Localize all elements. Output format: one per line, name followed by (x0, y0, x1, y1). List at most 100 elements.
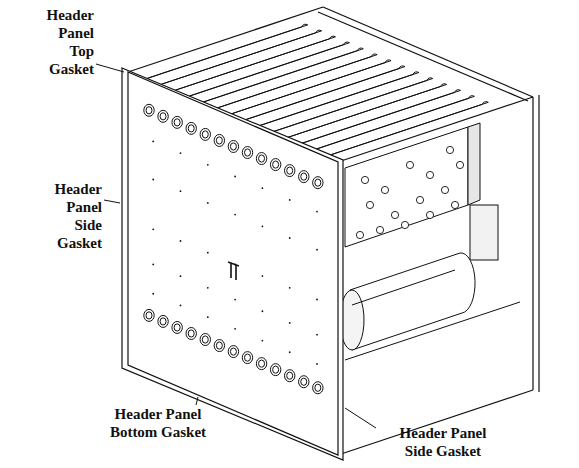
fastener-dot (316, 299, 318, 301)
top-frame-rail (128, 7, 323, 72)
tube-port (287, 372, 293, 379)
tube-port (188, 125, 194, 132)
fastener-dot (289, 237, 291, 239)
tube-port (200, 128, 210, 140)
fastener-dot (180, 305, 182, 307)
tube-sheet-hole (391, 211, 398, 218)
tube-sheet-hole (446, 146, 453, 153)
tube-port (158, 315, 168, 327)
fastener-dot (152, 293, 154, 295)
tube-port (287, 167, 293, 174)
heat-exchanger-tube (253, 72, 419, 128)
fastener-dot (152, 228, 154, 230)
fastener-dot (207, 202, 209, 204)
fastener-dot (316, 211, 318, 213)
tube-port (160, 113, 166, 120)
callout-label: Header Panel Top Gasket (32, 6, 94, 78)
callout-label: Header Panel Side Gasket (387, 424, 499, 460)
tube-port (285, 370, 295, 382)
tube-port (313, 382, 323, 394)
fastener-dot (234, 214, 236, 216)
tube-sheet-hole (451, 201, 458, 208)
fastener-dot (234, 328, 236, 330)
tube-sheet-hole (361, 176, 368, 183)
tube-port (299, 171, 309, 183)
tube-port (230, 348, 236, 355)
tube-port (273, 366, 279, 373)
fastener-dot (316, 334, 318, 336)
tube-port (242, 352, 252, 364)
leader-line (104, 200, 120, 203)
heat-exchanger-tube (183, 42, 349, 98)
fastener-dot (207, 287, 209, 289)
tube-port (228, 346, 238, 358)
fastener-dot (316, 249, 318, 251)
tube-sheet-hole (426, 171, 433, 178)
tube-port (313, 177, 323, 189)
tube-port (216, 137, 222, 144)
tube-port (230, 143, 236, 150)
tube-port (202, 336, 208, 343)
fastener-dot (180, 275, 182, 277)
tube-sheet-hole (356, 231, 363, 238)
fastener-dot (262, 310, 264, 312)
tube-port (214, 340, 224, 352)
heat-exchanger-tube (211, 54, 377, 110)
tube-port (259, 155, 265, 162)
tube-port (146, 107, 152, 114)
tube-port (244, 149, 250, 156)
fastener-dot (207, 316, 209, 318)
tube-port (158, 110, 168, 122)
callout-label: Header Panel Bottom Gasket (102, 405, 214, 441)
fastener-dot (152, 179, 154, 181)
tube-port (244, 354, 250, 361)
fastener-dot (289, 351, 291, 353)
right-frame-post (532, 97, 533, 390)
fastener-dot (262, 225, 264, 227)
tube-port (259, 360, 265, 367)
tube-port (301, 378, 307, 385)
floor-rail (345, 302, 520, 360)
tube-port (270, 364, 280, 376)
tube-port (228, 140, 238, 152)
tube-port (315, 384, 321, 391)
tube-port (242, 147, 252, 159)
tube-port (202, 131, 208, 138)
fastener-dot (289, 322, 291, 324)
tube-port (301, 173, 307, 180)
tube-port (214, 134, 224, 146)
fastener-dot (316, 363, 318, 365)
tube-port (270, 159, 280, 171)
fastener-dot (180, 152, 182, 154)
tube-port (188, 330, 194, 337)
leader-line (345, 408, 376, 428)
heat-exchanger-tube (281, 84, 447, 140)
tube-sheet (345, 127, 468, 247)
tube-port (256, 358, 266, 370)
tube-port (299, 376, 309, 388)
tube-sheet-hole (441, 186, 448, 193)
tube-sheet-hole (366, 201, 373, 208)
heat-exchanger-tube (267, 78, 433, 134)
tube-port (172, 116, 182, 128)
tube-port (315, 179, 321, 186)
tube-port (186, 122, 196, 134)
fastener-dot (289, 199, 291, 201)
tube-sheet-hole (426, 211, 433, 218)
panel-logo (228, 262, 239, 280)
leader-line (196, 397, 198, 405)
tube-port (146, 312, 152, 319)
tube-sheet-hole (401, 221, 408, 228)
heat-exchanger-tube (225, 60, 391, 116)
fastener-dot (289, 287, 291, 289)
tube-sheet-hole (416, 196, 423, 203)
header-panel (128, 72, 338, 455)
tube-sheet-hole (381, 186, 388, 193)
heat-exchanger-tube (170, 36, 336, 92)
tube-port (144, 104, 154, 116)
junction-box (470, 205, 498, 260)
tube-sheet-hole (456, 161, 463, 168)
leader-line (96, 64, 124, 72)
tube-port (273, 161, 279, 168)
combustion-drum (350, 253, 475, 350)
